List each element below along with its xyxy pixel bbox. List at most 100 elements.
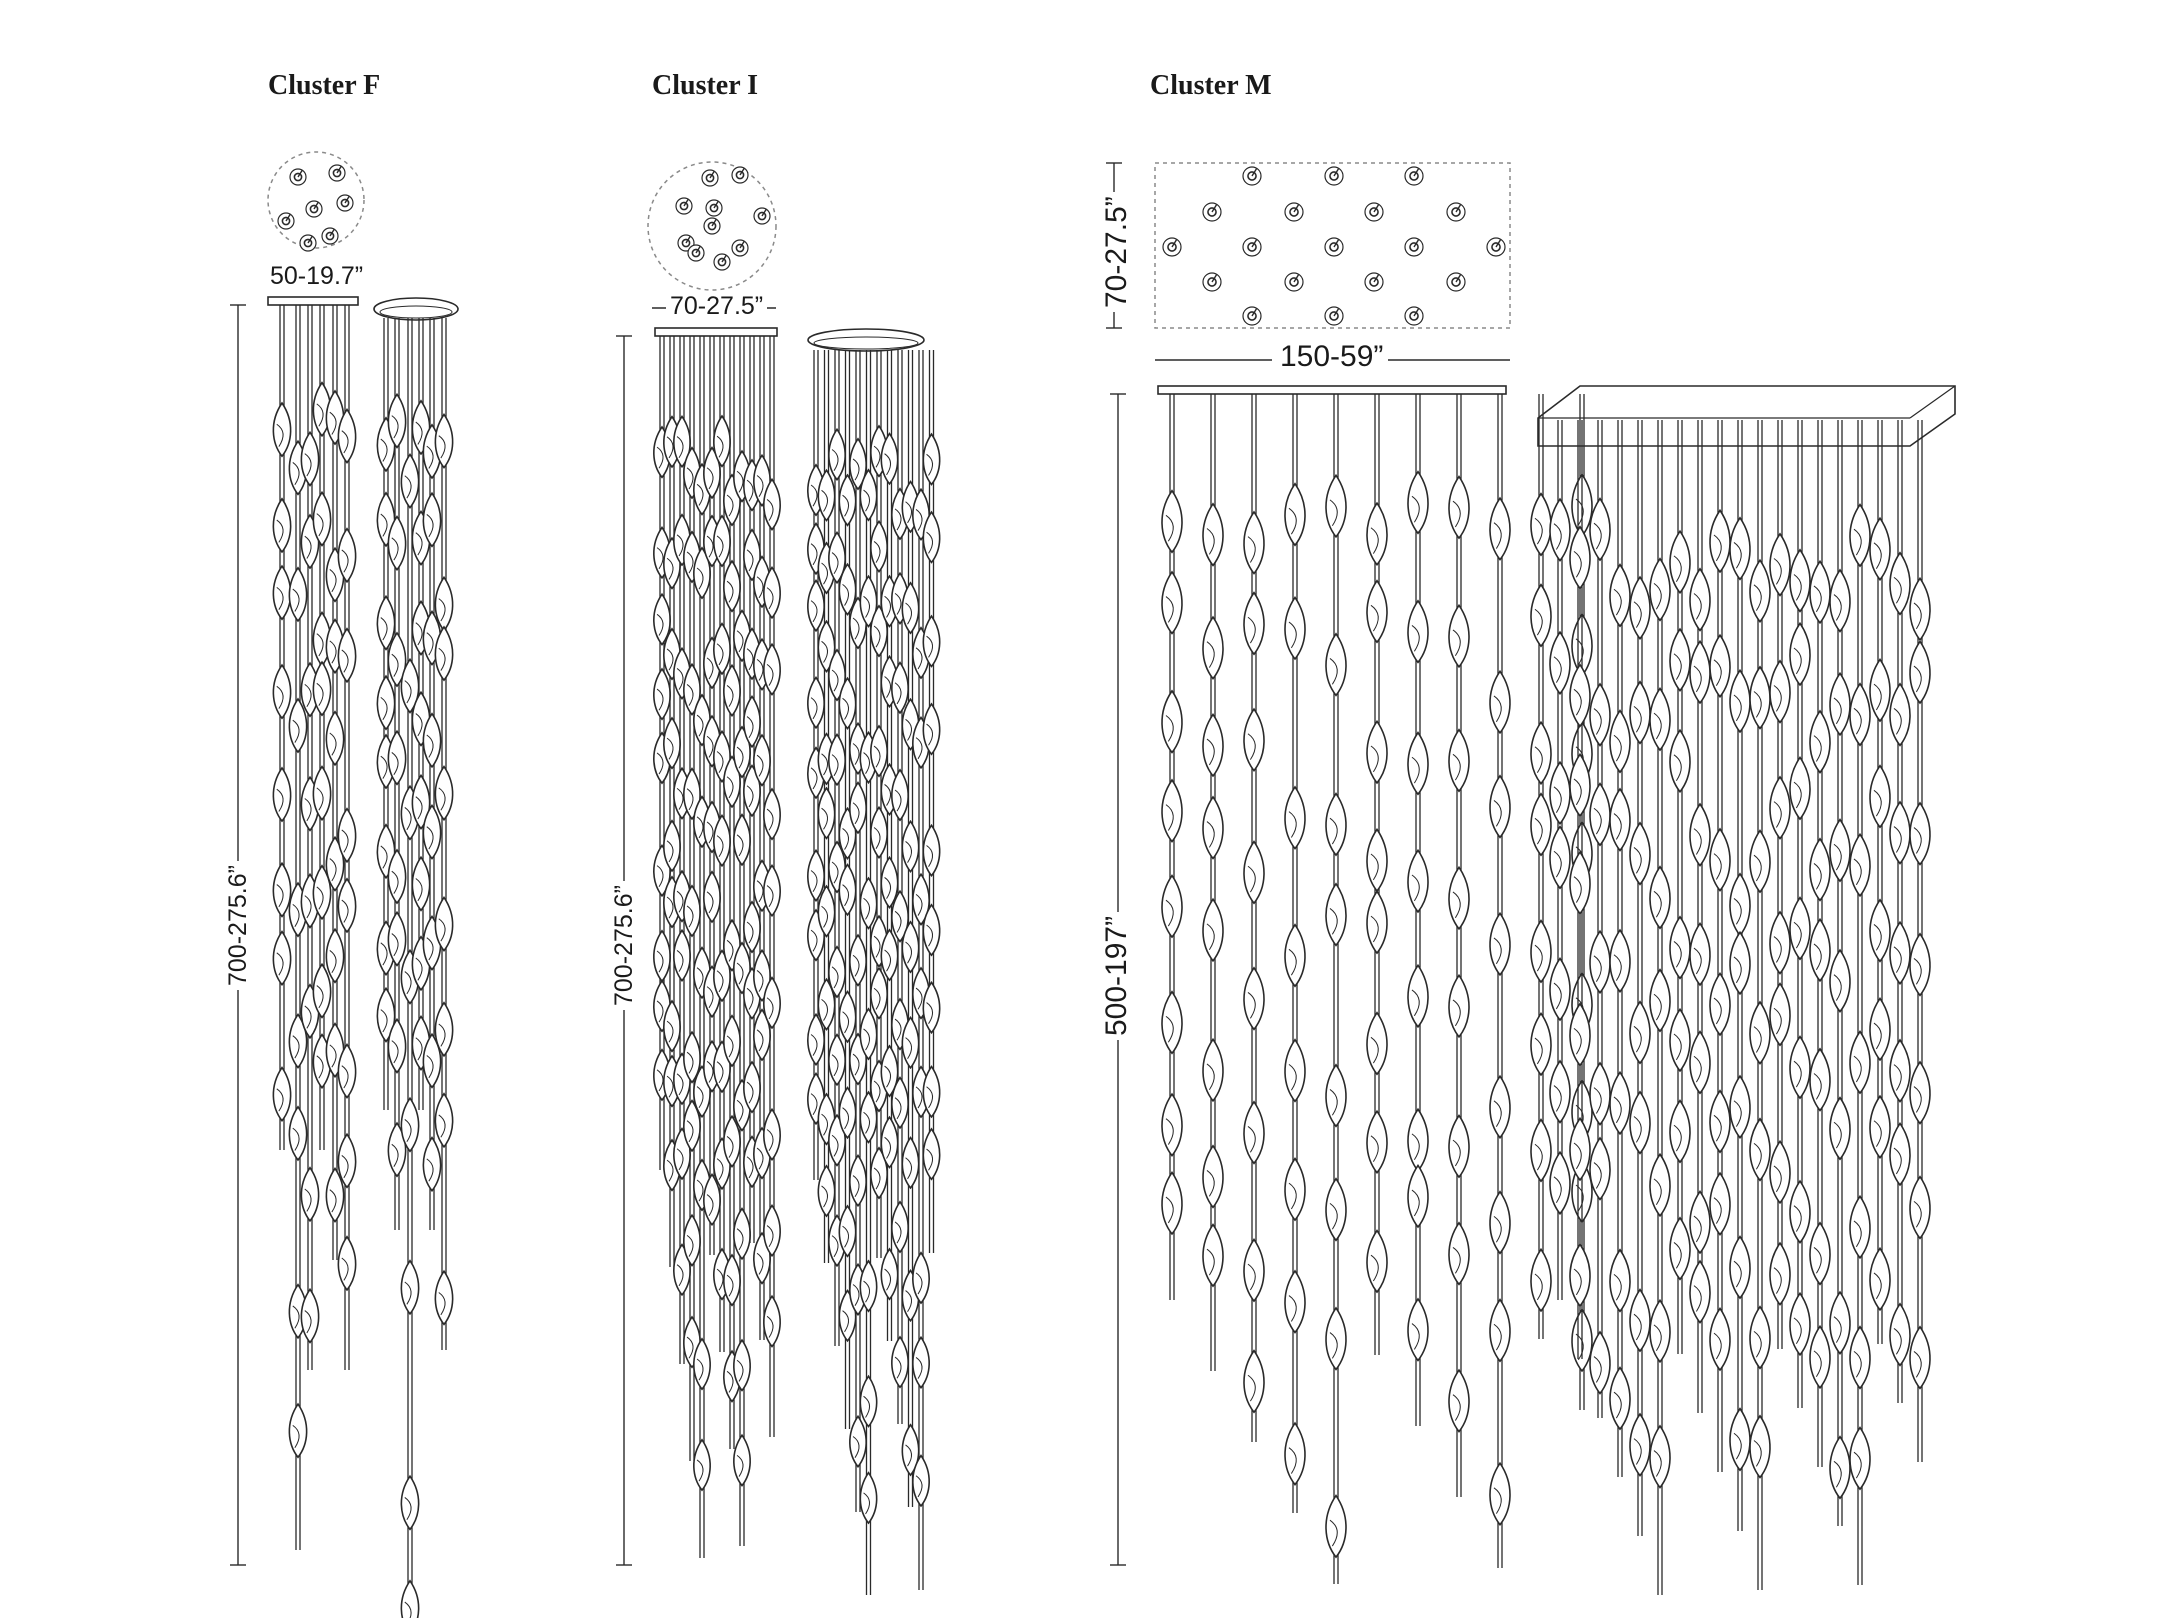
glass-drop-highlight [1206,641,1215,668]
glass-drop-highlight [852,1175,860,1198]
glass-drop-highlight [706,986,714,1009]
glass-drop-highlight [686,1051,694,1074]
glass-drop-highlight [1813,735,1822,762]
glass-drop-highlight [766,808,774,831]
glass-drop-highlight [756,754,764,777]
glass-drop-highlight [1893,576,1902,604]
glass-drop-highlight [1673,555,1682,583]
glass-drop-highlight [915,1357,923,1379]
glass-drop-highlight [426,514,434,538]
glass-drop-highlight [736,1359,744,1382]
glass-drop-highlight [736,1228,744,1251]
glass-drop-highlight [915,509,923,531]
glass-drop-highlight [756,658,764,681]
glass-drop-highlight [1370,1135,1379,1162]
cluster-f-plan-outline [267,151,365,249]
glass-drop-highlight [292,719,300,743]
glass-drop-highlight [863,489,870,512]
glass-drop-highlight [1593,1356,1602,1383]
glass-drop-highlight [1693,665,1702,693]
glass-drop-highlight [404,1601,412,1618]
glass-drop-highlight [304,1188,312,1212]
glass-drop-highlight [1452,500,1461,528]
glass-drop-highlight [1653,712,1662,740]
glass-drop-highlight [1653,1178,1662,1206]
glass-drop-highlight [810,870,818,892]
glass-drop-highlight [1613,1096,1622,1124]
glass-drop-highlight [905,602,912,625]
canopy-mount-cable [1455,274,1462,283]
glass-drop-highlight [404,475,412,499]
cluster-f-canopy-front [267,296,359,306]
glass-drop-highlight [1288,621,1297,649]
glass-drop-highlight [696,567,704,590]
glass-drop-highlight [1370,745,1379,773]
glass-drop-highlight [1370,1254,1379,1282]
glass-drop-highlight [1493,1323,1502,1351]
glass-drop-highlight [926,635,933,658]
glass-drop-highlight [380,755,388,779]
glass-drop-highlight [905,1444,912,1467]
glass-drop-highlight [1247,865,1256,893]
glass-drop-highlight [1873,542,1882,569]
glass-drop-highlight [1573,550,1582,578]
glass-drop-highlight [831,966,839,989]
glass-drop-highlight [1165,715,1174,742]
canopy-mount-cable [685,236,691,244]
cluster-i-title: Cluster I [652,70,759,101]
glass-drop-highlight [329,640,337,664]
glass-drop-highlight [766,1129,774,1151]
glass-drop-highlight [1893,708,1902,735]
glass-drop-highlight [1713,1332,1722,1360]
canopy-mount-inner [1247,311,1257,321]
glass-drop-highlight [686,1120,694,1143]
glass-drop-highlight [304,1005,312,1029]
glass-drop-highlight [686,467,694,490]
glass-drop-highlight [756,970,764,992]
glass-drop-highlight [415,878,423,902]
glass-drop-highlight [656,752,664,775]
glass-drop-highlight [276,1088,284,1112]
glass-drop-highlight [1247,616,1256,644]
glass-drop-highlight [438,918,446,942]
canopy-mount-inner [735,243,745,253]
glass-drop-highlight [1893,946,1902,973]
glass-drop-highlight [1573,1268,1582,1296]
glass-drop-highlight [894,508,902,531]
glass-drop-highlight [1793,574,1802,601]
glass-drop-highlight [1733,1260,1742,1288]
glass-drop-highlight [863,1280,870,1303]
glass-drop-highlight [1833,974,1842,1001]
glass-drop-highlight [1553,523,1562,550]
glass-drop-highlight [1553,982,1562,1010]
glass-drop-highlight [1633,1025,1642,1053]
glass-drop-highlight [666,840,674,863]
glass-drop-highlight [391,653,399,677]
canopy-mount-inner [1329,311,1339,321]
glass-drop-highlight [316,985,324,1009]
glass-drop-highlight [746,1156,754,1179]
glass-drop-highlight [1288,507,1297,535]
glass-drop-highlight [316,403,324,427]
glass-drop-highlight [686,1234,694,1257]
glass-drop-highlight [696,1086,704,1108]
canopy-mount-cable [761,209,767,217]
glass-drop-highlight [316,513,324,537]
glass-drop-highlight [716,751,724,773]
canopy-mount-cable [313,202,319,210]
glass-drop-highlight [706,1194,714,1217]
glass-drop-highlight [726,1136,734,1158]
glass-drop-highlight [404,1281,412,1305]
glass-drop-highlight [1633,705,1642,733]
glass-drop-highlight [1452,1139,1461,1167]
glass-drop-highlight [656,1000,664,1023]
glass-drop-highlight [1613,1273,1622,1301]
canopy-mount-cable [683,199,689,207]
glass-drop-highlight [746,648,754,671]
glass-drop-highlight [656,547,664,570]
glass-drop-highlight [706,821,714,844]
glass-drop-highlight [926,924,933,947]
glass-drop-highlight [1873,789,1882,817]
glass-drop-highlight [666,436,674,459]
glass-drop-highlight [842,494,849,517]
